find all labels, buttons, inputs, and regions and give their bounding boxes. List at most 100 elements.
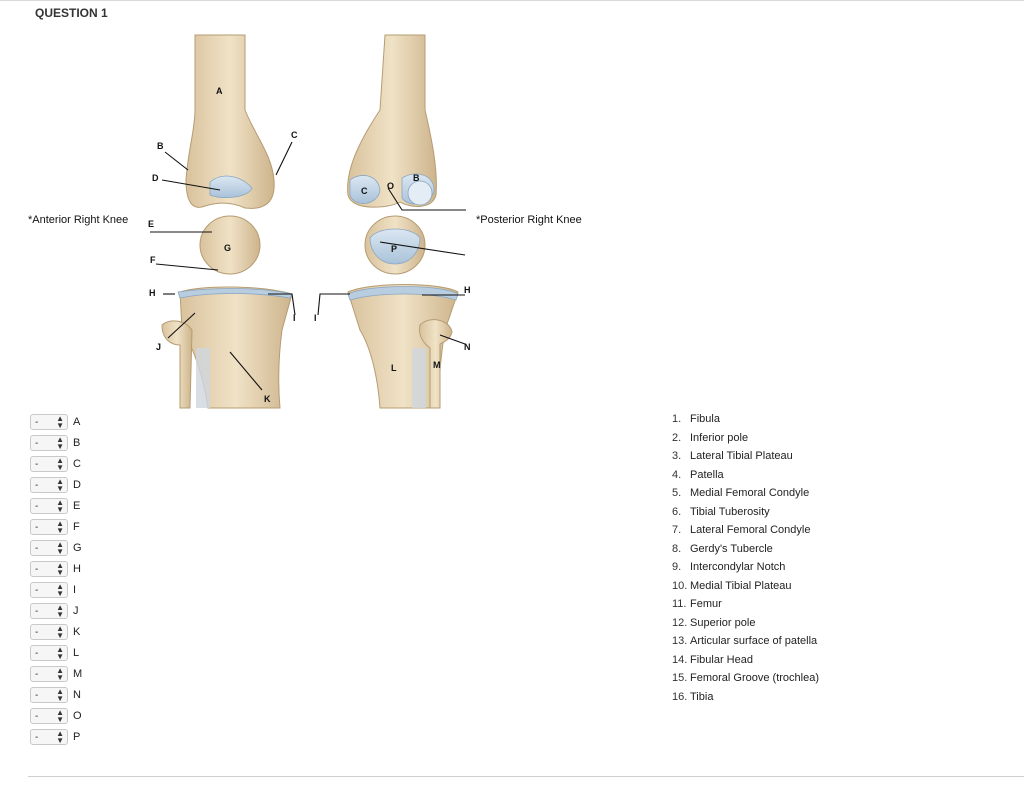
diagram-label-C-posterior: C bbox=[361, 186, 368, 196]
answer-select-I[interactable]: -▲▼ bbox=[30, 582, 68, 598]
leader-lines bbox=[150, 141, 466, 391]
diagram-label-H: H bbox=[149, 288, 156, 298]
diagram-label-O: O bbox=[387, 181, 394, 191]
answer-select-J[interactable]: -▲▼ bbox=[30, 603, 68, 619]
select-arrows-icon: ▲▼ bbox=[56, 435, 64, 451]
answer-select-C[interactable]: - ▲▼ bbox=[30, 456, 68, 472]
option-text: Intercondylar Notch bbox=[690, 561, 786, 573]
answer-letter: C bbox=[73, 458, 81, 470]
answer-letter: I bbox=[73, 584, 77, 596]
answer-select-P[interactable]: -▲▼ bbox=[30, 729, 68, 745]
select-arrows-icon: ▲▼ bbox=[56, 498, 64, 514]
select-value: - bbox=[35, 689, 39, 701]
answer-letter: H bbox=[73, 563, 81, 575]
option-number: 12. bbox=[672, 616, 688, 629]
option-number: 2. bbox=[672, 431, 682, 444]
diagram-label-J: J bbox=[156, 342, 161, 352]
answer-select-B[interactable]: - ▲▼ bbox=[30, 435, 68, 451]
answer-select-O[interactable]: -▲▼ bbox=[30, 708, 68, 724]
option-number: 8. bbox=[672, 542, 682, 555]
answer-row-F: -▲▼F bbox=[30, 518, 80, 536]
answer-select-E[interactable]: -▲▼ bbox=[30, 498, 68, 514]
answer-select-M[interactable]: -▲▼ bbox=[30, 666, 68, 682]
diagram-label-C: C bbox=[291, 130, 298, 140]
option-item: 7.Lateral Femoral Condyle bbox=[672, 524, 810, 536]
option-number: 7. bbox=[672, 524, 682, 536]
option-number: 5. bbox=[672, 487, 682, 499]
option-item: 3.Lateral Tibial Plateau bbox=[672, 450, 793, 462]
option-text: Patella bbox=[690, 468, 724, 481]
option-item: 8. Gerdy's Tubercle bbox=[672, 543, 773, 555]
option-number: 6. bbox=[672, 505, 682, 518]
answer-select-L[interactable]: -▲▼ bbox=[30, 645, 68, 661]
option-text: Medial Tibial Plateau bbox=[690, 579, 792, 592]
answer-select-A[interactable]: - ▲▼ bbox=[30, 414, 68, 430]
select-arrows-icon: ▲▼ bbox=[56, 414, 64, 430]
select-value: - bbox=[35, 626, 39, 638]
answer-select-D[interactable]: -▲▼ bbox=[30, 477, 68, 493]
option-text: Superior pole bbox=[690, 616, 756, 629]
select-value: - bbox=[35, 605, 39, 617]
select-value: - bbox=[35, 458, 39, 470]
select-value: - bbox=[35, 542, 39, 554]
diagram-label-L: L bbox=[391, 363, 397, 373]
diagram-label-H-posterior: H bbox=[464, 285, 471, 295]
answer-letter: G bbox=[73, 542, 82, 554]
select-value: - bbox=[35, 416, 39, 428]
option-item: 15.Femoral Groove (trochlea) bbox=[672, 672, 819, 684]
diagram-label-F: F bbox=[150, 255, 156, 265]
answer-row-N: -▲▼N bbox=[30, 686, 81, 704]
option-text: Femoral Groove (trochlea) bbox=[690, 672, 819, 684]
diagram-label-B: B bbox=[157, 141, 164, 151]
select-arrows-icon: ▲▼ bbox=[56, 582, 64, 598]
question-title: QUESTION 1 bbox=[35, 6, 108, 20]
answer-row-B: -▲▼B bbox=[30, 434, 80, 452]
answer-letter: J bbox=[73, 605, 79, 617]
option-item: 14.Fibular Head bbox=[672, 654, 753, 666]
answer-select-H[interactable]: -▲▼ bbox=[30, 561, 68, 577]
option-number: 13. bbox=[672, 635, 688, 647]
diagram-label-M: M bbox=[433, 360, 441, 370]
diagram-label-D: D bbox=[152, 173, 159, 183]
option-text: Lateral Tibial Plateau bbox=[690, 450, 793, 462]
answer-row-K: - ▲▼ K bbox=[30, 623, 80, 641]
answer-letter: K bbox=[73, 626, 81, 638]
answer-letter: L bbox=[73, 647, 80, 659]
select-value: - bbox=[35, 563, 39, 575]
option-item: 11.Femur bbox=[672, 598, 722, 610]
option-number: 16. bbox=[672, 690, 688, 703]
answer-select-K[interactable]: - ▲▼ bbox=[30, 624, 68, 640]
knee-illustration: A B C D E G F H I J K C O B P H I N L M bbox=[148, 34, 471, 409]
option-item: 4. Patella bbox=[672, 469, 724, 481]
option-number: 10. bbox=[672, 579, 688, 592]
answer-select-N[interactable]: -▲▼ bbox=[30, 687, 68, 703]
select-arrows-icon: ▲▼ bbox=[56, 519, 64, 535]
select-value: - bbox=[35, 437, 39, 449]
option-item: 12.Superior pole bbox=[672, 617, 755, 629]
option-item: 9. Intercondylar Notch bbox=[672, 561, 785, 573]
option-text: Gerdy's Tubercle bbox=[690, 542, 773, 555]
option-number: 4. bbox=[672, 468, 682, 481]
anterior-patella bbox=[199, 215, 261, 275]
answer-row-J: -▲▼ J bbox=[30, 602, 79, 620]
option-item: 6.Tibial Tuberosity bbox=[672, 506, 770, 518]
answer-select-F[interactable]: -▲▼ bbox=[30, 519, 68, 535]
option-item: 10.Medial Tibial Plateau bbox=[672, 580, 792, 592]
option-number: 9. bbox=[672, 561, 682, 573]
posterior-femur bbox=[347, 34, 437, 208]
answer-row-C: - ▲▼ C bbox=[30, 455, 81, 473]
answer-select-G[interactable]: - ▲▼ bbox=[30, 540, 68, 556]
option-text: Inferior pole bbox=[690, 431, 749, 444]
select-arrows-icon: ▲▼ bbox=[56, 540, 64, 556]
answer-letter: P bbox=[73, 731, 81, 743]
diagram-label-G: G bbox=[224, 243, 231, 253]
select-arrows-icon: ▲▼ bbox=[56, 624, 64, 640]
diagram-label-A: A bbox=[216, 86, 223, 96]
option-item: 16.Tibia bbox=[672, 691, 713, 703]
option-number: 1. bbox=[672, 413, 682, 425]
option-number: 11. bbox=[672, 598, 687, 610]
answer-letter: E bbox=[73, 500, 81, 512]
option-number: 14. bbox=[672, 653, 688, 666]
select-arrows-icon: ▲▼ bbox=[56, 456, 64, 472]
answer-row-H: -▲▼ H bbox=[30, 560, 81, 578]
